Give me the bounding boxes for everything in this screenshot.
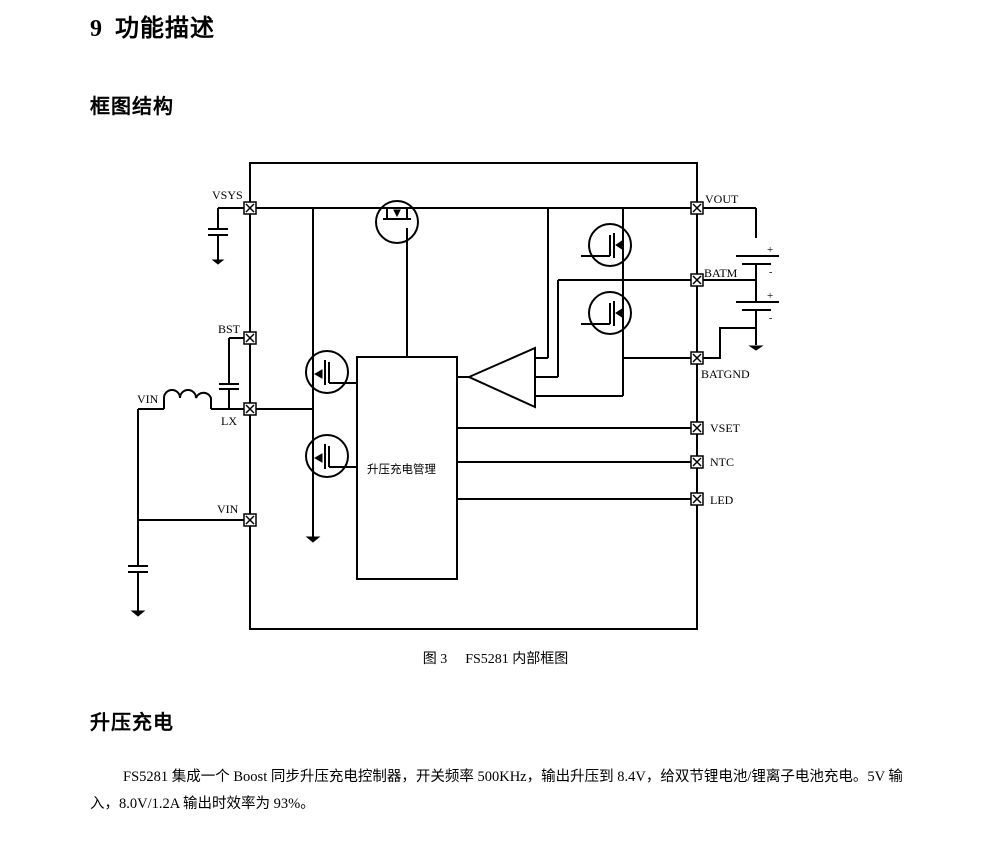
pin-pad-led — [690, 492, 704, 506]
pin-pad-batgnd — [690, 351, 704, 365]
pin-label-vout: VOUT — [705, 192, 739, 206]
label-vin-external: VIN — [137, 392, 159, 406]
mosfet-icon — [305, 350, 357, 394]
pin-pad-vout — [690, 201, 704, 215]
pin-label-vset: VSET — [710, 421, 741, 435]
section-number: 9 — [90, 16, 103, 42]
paragraph-text: FS5281 集成一个 Boost 同步升压充电控制器，开关频率 500KHz，… — [90, 769, 903, 812]
inductor-icon — [163, 389, 212, 409]
block-diagram: 升压充电管理 — [128, 162, 779, 630]
battery-minus: - — [769, 267, 772, 278]
amplifier-icon — [458, 346, 536, 409]
bst-capacitor — [219, 337, 250, 409]
figure-number: 图 3 — [422, 652, 448, 667]
core-block-label: 升压充电管理 — [367, 462, 436, 476]
pin-pad-batm — [690, 273, 704, 287]
boost-charge-paragraph: FS5281 集成一个 Boost 同步升压充电控制器，开关频率 500KHz，… — [90, 764, 910, 818]
mosfet-icon — [581, 291, 632, 335]
pin-label-lx: LX — [221, 414, 237, 428]
pin-label-ntc: NTC — [710, 455, 734, 469]
battery-plus: + — [767, 290, 773, 302]
pin-pad-lx — [243, 402, 257, 416]
chip-outline — [249, 162, 698, 630]
vsys-capacitor — [208, 207, 250, 260]
block-diagram-heading: 框图结构 — [90, 94, 174, 118]
ground-icon — [305, 536, 321, 543]
boost-charge-heading: 升压充电 — [90, 710, 174, 734]
section-heading: 9 功能描述 — [90, 8, 215, 43]
vin-capacitor — [128, 565, 148, 611]
pin-pad-bst — [243, 331, 257, 345]
battery-minus: - — [769, 313, 772, 324]
battery-wiring — [697, 207, 779, 359]
figure-caption: 图 3 FS5281 内部框图 — [0, 648, 991, 668]
pin-label-vsys: VSYS — [212, 188, 243, 202]
ground-icon — [748, 345, 764, 351]
pin-pad-ntc — [690, 455, 704, 469]
pin-label-vin: VIN — [217, 502, 239, 516]
pin-label-led: LED — [710, 493, 734, 507]
ground-icon — [130, 610, 146, 617]
pin-label-bst: BST — [218, 322, 241, 336]
mosfet-icon — [305, 434, 357, 478]
section-title: 功能描述 — [115, 14, 215, 42]
pin-pads — [243, 201, 704, 527]
pin-pad-vset — [690, 421, 704, 435]
figure-title: FS5281 内部框图 — [465, 652, 569, 667]
ground-icon — [211, 259, 225, 265]
pin-label-batm: BATM — [704, 266, 738, 280]
pin-label-batgnd: BATGND — [701, 367, 750, 381]
pin-pad-vsys — [243, 201, 257, 215]
battery-plus: + — [767, 244, 773, 256]
mosfet-icon — [375, 200, 419, 244]
mosfet-icon — [581, 223, 632, 267]
pin-pad-vin — [243, 513, 257, 527]
